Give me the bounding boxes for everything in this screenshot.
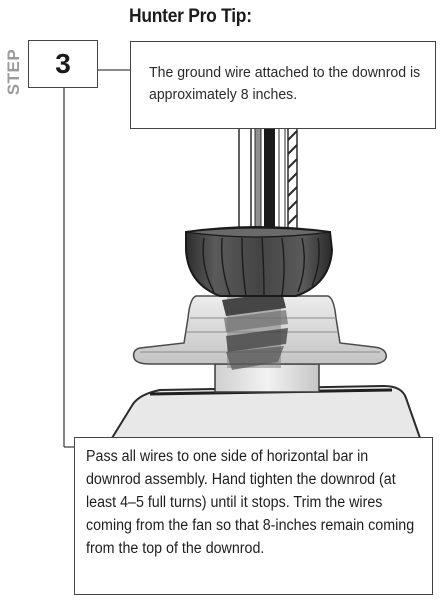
yoke-collar [185,226,334,297]
pro-tip-box: The ground wire attached to the downrod … [130,41,436,129]
pro-tip-text: The ground wire attached to the downrod … [149,64,421,103]
step-number: 3 [55,48,71,79]
hanger-bracket [132,295,388,365]
motor-housing [110,384,422,439]
thin-wire [278,127,286,231]
gray-wire [254,127,262,231]
threaded-downrod [222,288,288,370]
wire-bundle [238,127,298,231]
instruction-text: Pass all wires to one side of horizontal… [86,448,415,557]
striped-wire [287,127,298,231]
black-wire [264,128,275,230]
step-number-box: 3 [28,40,98,88]
pro-tip-title: Hunter Pro Tip: [129,6,252,27]
downrod-coupler [214,363,320,393]
leader-lines [63,69,130,448]
white-wire [238,127,252,231]
instruction-box: Pass all wires to one side of horizontal… [74,437,433,595]
